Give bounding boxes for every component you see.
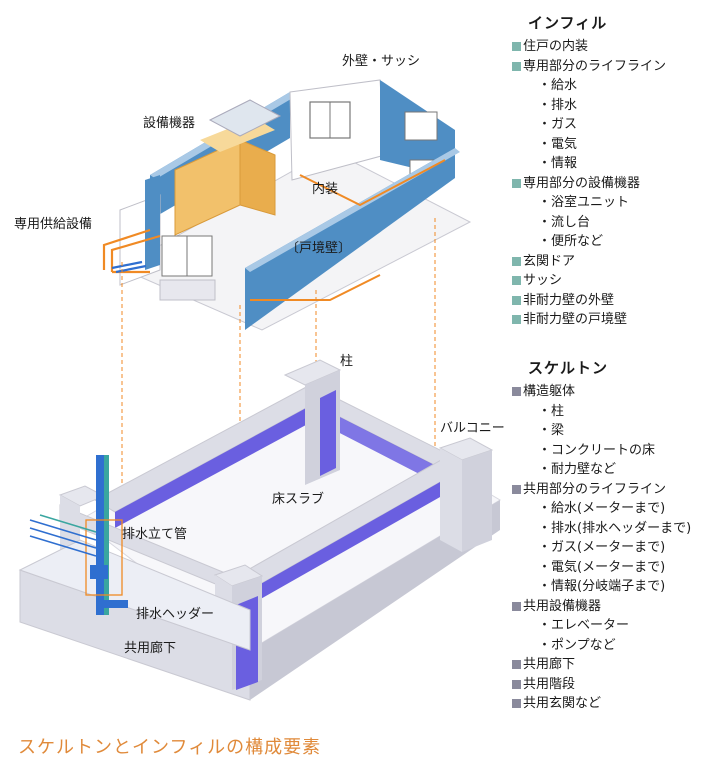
isometric-illustration [0, 0, 505, 720]
infill-subitem: ・電気 [538, 136, 577, 153]
skeleton-marker-icon [512, 485, 521, 494]
infill-item: 住戸の内装 [512, 38, 588, 55]
infill-item: 玄関ドア [512, 253, 575, 270]
skeleton-subitem: ・情報(分岐端子まで) [538, 578, 665, 595]
skeleton-structure [20, 360, 500, 700]
infill-item: 非耐力壁の外壁 [512, 292, 614, 309]
infill-item-label: 非耐力壁の外壁 [523, 293, 614, 308]
infill-subitem: ・情報 [538, 155, 577, 172]
drain-header-pipe [98, 600, 128, 608]
skeleton-item-label: 共用廊下 [523, 657, 575, 672]
skeleton-item-label: 共用階段 [523, 677, 575, 692]
skeleton-item: 共用廊下 [512, 656, 575, 673]
skeleton-subitem: ・ポンプなど [538, 637, 616, 654]
label-common-corridor: 共用廊下 [124, 637, 176, 656]
skeleton-item: 構造躯体 [512, 383, 575, 400]
label-boundary-wall: 〔戸境壁〕 [286, 237, 351, 256]
skeleton-item: 共用階段 [512, 676, 575, 693]
skeleton-item: 共用部分のライフライン [512, 481, 666, 498]
skeleton-subitem: ・柱 [538, 403, 564, 420]
label-drain-header: 排水ヘッダー [136, 603, 214, 622]
skeleton-item: 共用設備機器 [512, 598, 601, 615]
infill-marker-icon [512, 315, 521, 324]
label-column: 柱 [340, 350, 353, 369]
skeleton-marker-icon [512, 699, 521, 708]
skeleton-subitem: ・エレベーター [538, 617, 629, 634]
skeleton-item-label: 共用設備機器 [523, 599, 601, 614]
skeleton-marker-icon [512, 680, 521, 689]
infill-item: サッシ [512, 272, 562, 289]
skeleton-item-label: 共用玄関など [523, 696, 601, 711]
infill-title: インフィル [528, 12, 607, 33]
skeleton-subitem: ・給水(メーターまで) [538, 500, 665, 517]
infill-subitem: ・給水 [538, 77, 577, 94]
infill-subitem: ・流し台 [538, 214, 590, 231]
infill-marker-icon [512, 42, 521, 51]
skeleton-infill-diagram: 外壁・サッシ 設備機器 内装 〔戸境壁〕 専用供給設備 柱 バルコニー 床スラブ… [0, 0, 505, 720]
infill-marker-icon [512, 296, 521, 305]
skeleton-subitem: ・耐力壁など [538, 461, 616, 478]
skeleton-title: スケルトン [528, 357, 608, 378]
infill-subitem: ・便所など [538, 233, 603, 250]
infill-item: 専用部分のライフライン [512, 58, 666, 75]
label-balcony: バルコニー [440, 417, 505, 436]
infill-marker-icon [512, 62, 521, 71]
skeleton-subitem: ・ガス(メーターまで) [538, 539, 665, 556]
infill-item: 専用部分の設備機器 [512, 175, 640, 192]
skeleton-subitem: ・排水(排水ヘッダーまで) [538, 520, 691, 537]
label-exterior-wall: 外壁・サッシ [342, 50, 420, 69]
infill-item-label: 専用部分の設備機器 [523, 176, 640, 191]
infill-subitem: ・浴室ユニット [538, 194, 629, 211]
skeleton-item-label: 構造躯体 [523, 384, 575, 399]
label-private-supply: 専用供給設備 [14, 213, 92, 232]
skeleton-item: 共用玄関など [512, 695, 601, 712]
skeleton-subitem: ・コンクリートの床 [538, 442, 655, 459]
skeleton-subitem: ・電気(メーターまで) [538, 559, 665, 576]
label-interior: 内装 [312, 178, 338, 197]
label-floor-slab: 床スラブ [272, 488, 324, 507]
infill-item-label: 玄関ドア [523, 254, 575, 269]
skeleton-subitem: ・梁 [538, 422, 564, 439]
infill-item: 非耐力壁の戸境壁 [512, 311, 627, 328]
label-equipment: 設備機器 [143, 112, 195, 131]
infill-item-label: 非耐力壁の戸境壁 [523, 312, 627, 327]
skeleton-marker-icon [512, 602, 521, 611]
skeleton-marker-icon [512, 387, 521, 396]
infill-marker-icon [512, 276, 521, 285]
infill-subitem: ・排水 [538, 97, 577, 114]
infill-item-label: 専用部分のライフライン [523, 59, 666, 74]
infill-item-label: 住戸の内装 [523, 39, 588, 54]
skeleton-marker-icon [512, 660, 521, 669]
label-drain-stack: 排水立て管 [122, 523, 187, 542]
infill-subitem: ・ガス [538, 116, 577, 133]
column [440, 438, 492, 552]
figure-caption: スケルトンとインフィルの構成要素 [18, 733, 321, 759]
infill-marker-icon [512, 179, 521, 188]
skeleton-item-label: 共用部分のライフライン [523, 482, 666, 497]
infill-item-label: サッシ [523, 273, 562, 288]
infill-marker-icon [512, 257, 521, 266]
